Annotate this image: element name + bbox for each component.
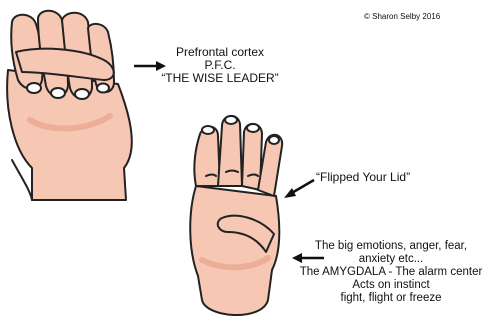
pfc-line: “THE WISE LEADER” — [150, 72, 290, 85]
amygdala-line: Acts on instinct — [298, 279, 484, 292]
open-hand-thumb-tucked-icon — [190, 116, 282, 315]
amygdala-line: fight, flight or freeze — [298, 292, 484, 305]
flipped-lid-label: “Flipped Your Lid” — [316, 171, 410, 184]
amygdala-line: The AMYGDALA - The alarm center — [298, 266, 484, 279]
amygdala-line: anxiety etc... — [298, 253, 484, 266]
pfc-label: Prefrontal cortex P.F.C. “THE WISE LEADE… — [150, 46, 290, 85]
arrow-left-icon — [284, 180, 314, 198]
fist-hand-icon — [7, 11, 132, 200]
amygdala-label: The big emotions, anger, fear, anxiety e… — [298, 240, 484, 305]
amygdala-line: The big emotions, anger, fear, — [298, 240, 484, 253]
copyright-text: © Sharon Selby 2016 — [364, 12, 440, 22]
